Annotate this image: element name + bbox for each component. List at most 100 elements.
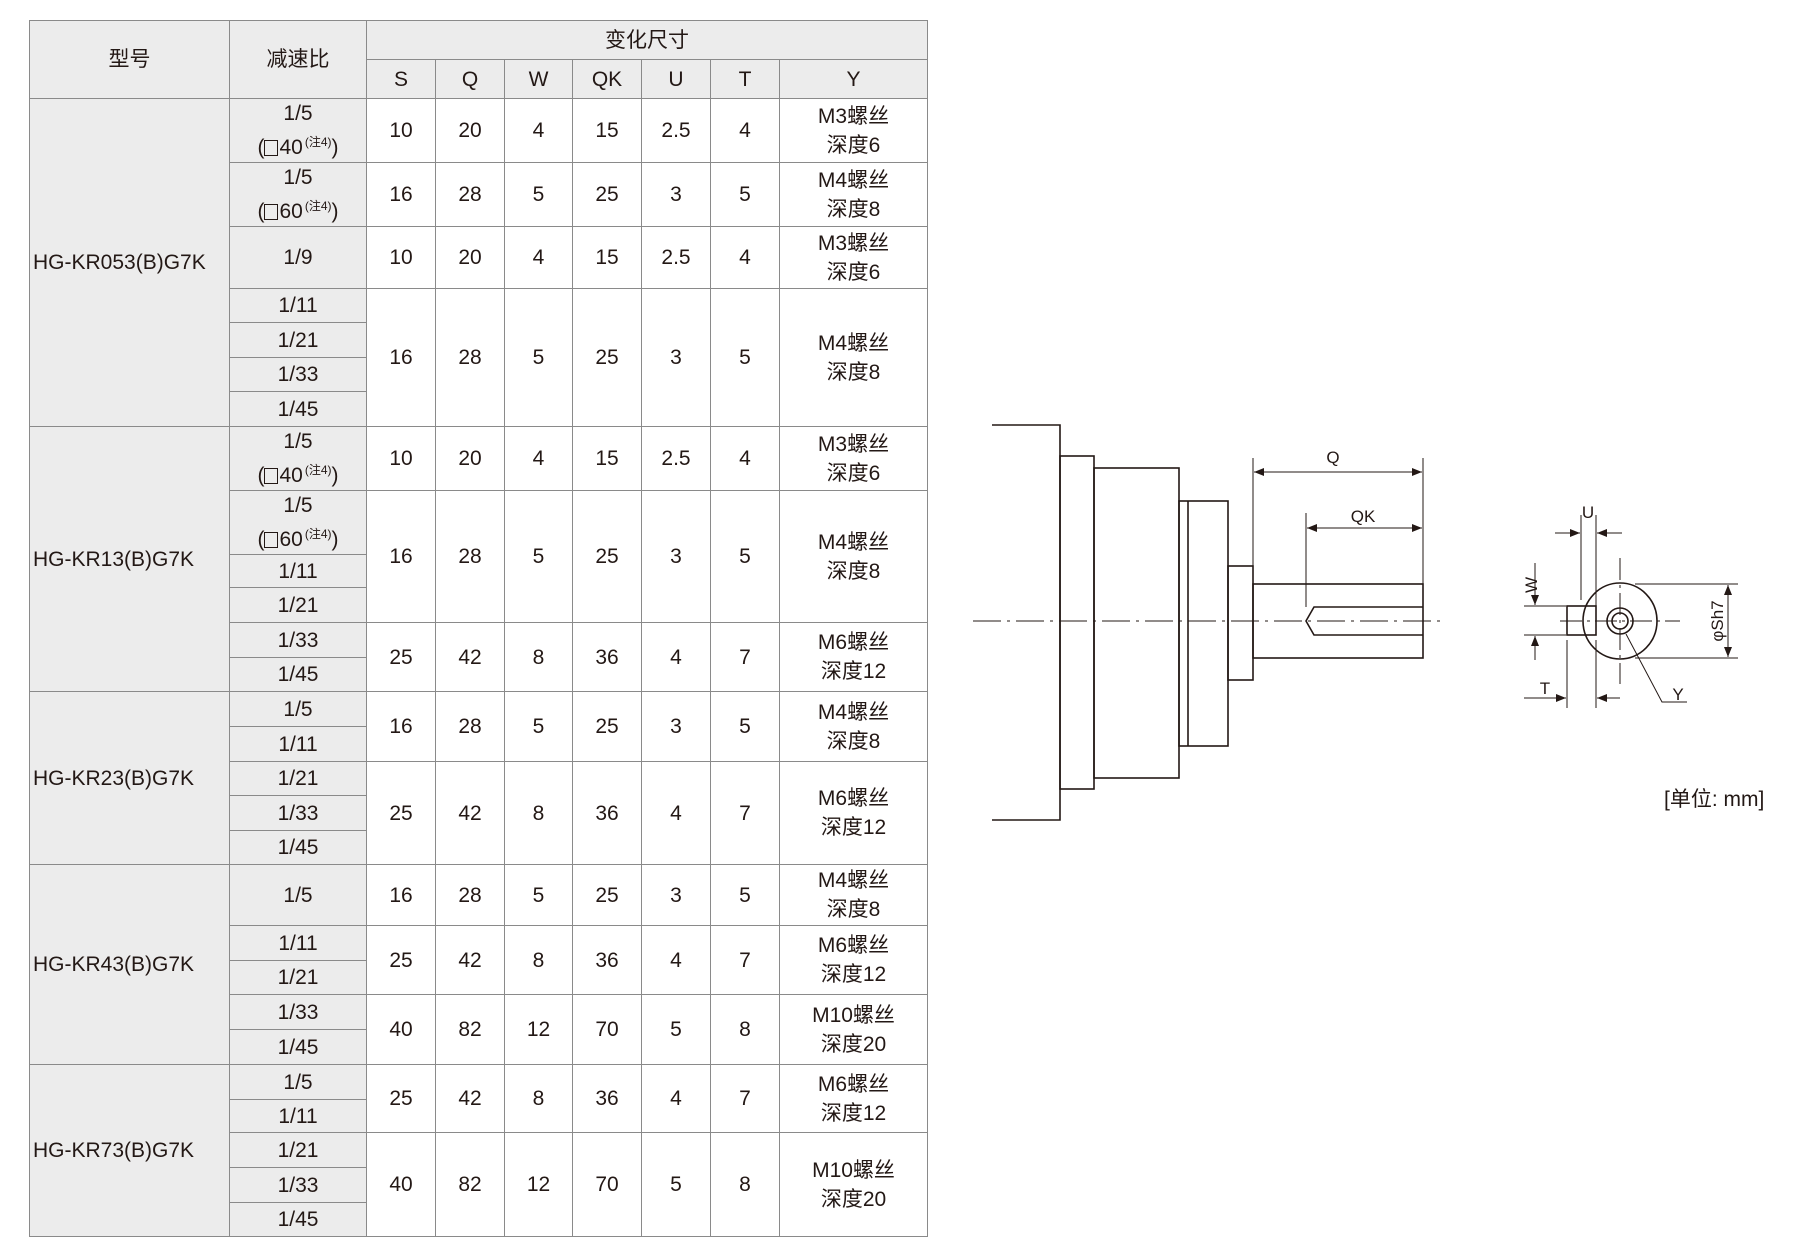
ratio-value: 1/21: [277, 1138, 319, 1162]
thread-size: M4螺丝: [817, 530, 890, 554]
ratio-value: 1/5: [283, 697, 313, 721]
note-ref: (注4): [304, 463, 332, 477]
frame-size: (60(注4)): [257, 527, 339, 551]
dim-u: 4: [641, 761, 711, 865]
ratio-value: 1/5: [283, 494, 313, 517]
ratio-cell: 1/45: [229, 1202, 367, 1237]
dim-qk: 25: [572, 490, 642, 623]
dim-s: 16: [366, 864, 436, 926]
thread-depth: 深度8: [826, 559, 881, 583]
ratio-cell: 1/33: [229, 1167, 367, 1203]
dim-u: 4: [641, 622, 711, 692]
ratio-value: 1/45: [277, 663, 319, 686]
dim-s: 16: [366, 691, 436, 762]
thread-depth: 深度12: [820, 963, 887, 986]
frame-size: (40(注4)): [257, 463, 339, 487]
thread-depth: 深度20: [820, 1032, 887, 1056]
dim-qk: 36: [572, 1064, 642, 1133]
dim-t: 8: [710, 1132, 780, 1237]
label-q: Q: [1326, 448, 1339, 467]
thread-size: M4螺丝: [817, 168, 890, 192]
table-row: 1/45: [30, 391, 928, 427]
ratio-value: 1/5: [283, 883, 313, 907]
frame-size-value: 60: [264, 528, 302, 551]
dim-y: M10螺丝深度20: [778, 994, 929, 1065]
thread-size: M10螺丝: [812, 1003, 895, 1027]
front-view: [1524, 515, 1738, 708]
ratio-value: 1/11: [278, 732, 318, 756]
thread-depth: 深度8: [826, 729, 881, 753]
ratio-value: 1/33: [277, 801, 319, 825]
dim-u: 5: [641, 994, 711, 1065]
ratio-cell: 1/21: [229, 322, 367, 358]
dim-s: 25: [366, 925, 436, 995]
ratio-value: 1/21: [277, 593, 319, 617]
ratio-cell: 1/5: [229, 691, 367, 727]
thread-size: M3螺丝: [817, 432, 890, 456]
gear-flange-1: [1059, 455, 1095, 790]
thread-size: M3螺丝: [817, 231, 890, 255]
thread-depth: 深度6: [826, 260, 881, 284]
note-ref: (注4): [304, 527, 332, 541]
thread-size: M4螺丝: [817, 331, 890, 355]
ratio-cell: 1/5(40(注4)): [229, 98, 367, 163]
ratio-value: 1/45: [277, 397, 319, 421]
dim-w: 5: [504, 162, 573, 227]
dim-u: 3: [641, 288, 711, 427]
label-w: W: [1522, 577, 1541, 593]
frame-size-value: 60: [264, 200, 302, 223]
dim-q: 42: [435, 1064, 505, 1133]
ratio-value: 1/33: [277, 363, 319, 386]
dim-qk: 25: [572, 864, 642, 926]
label-u: U: [1582, 503, 1594, 522]
thread-depth: 深度6: [826, 461, 881, 485]
dim-s: 16: [366, 162, 436, 227]
dim-w: 12: [504, 994, 573, 1065]
dim-y: M3螺丝深度6: [778, 226, 929, 289]
thread-size: M6螺丝: [817, 934, 890, 957]
dim-qk: 15: [572, 426, 642, 491]
ratio-cell: 1/5: [229, 864, 367, 926]
table-row: 1/45: [30, 830, 928, 865]
thread-size: M6螺丝: [817, 631, 890, 654]
dim-u: 3: [641, 864, 711, 926]
ratio-value: 1/5: [283, 1070, 313, 1094]
header-col-w: W: [504, 59, 573, 99]
frame-size: (40(注4)): [257, 135, 339, 159]
table-row: 1/11: [30, 1099, 928, 1133]
motor-flange: [992, 424, 1061, 821]
dim-w: 8: [504, 761, 573, 865]
ratio-cell: 1/21: [229, 587, 367, 623]
ratio-value: 1/45: [277, 1035, 319, 1059]
dim-t: 7: [710, 761, 780, 865]
dim-q: 28: [435, 864, 505, 926]
dim-w: 12: [504, 1132, 573, 1237]
key-slot: [1305, 606, 1423, 636]
ratio-cell: 1/9: [229, 226, 367, 289]
table-row: 1/11: [30, 726, 928, 762]
dim-qk: 25: [572, 162, 642, 227]
dim-qk: 25: [572, 288, 642, 427]
dim-y: M4螺丝深度8: [778, 490, 929, 623]
table-row: 1/11: [30, 554, 928, 588]
header-model: 型号: [29, 20, 230, 99]
header-col-t: T: [710, 59, 780, 99]
dim-q: 28: [435, 288, 505, 427]
dim-y: M4螺丝深度8: [778, 864, 929, 926]
dim-y: M10螺丝深度20: [778, 1132, 929, 1237]
dim-q: 20: [435, 98, 505, 163]
dim-w: 8: [504, 925, 573, 995]
table-row: 1/21: [30, 587, 928, 623]
dim-q: 20: [435, 226, 505, 289]
frame-size: (60(注4)): [257, 199, 339, 223]
header-col-u: U: [641, 59, 711, 99]
thread-depth: 深度20: [820, 1187, 887, 1211]
header-col-qk: QK: [572, 59, 642, 99]
dim-t: 4: [710, 426, 780, 491]
dim-q: 42: [435, 761, 505, 865]
